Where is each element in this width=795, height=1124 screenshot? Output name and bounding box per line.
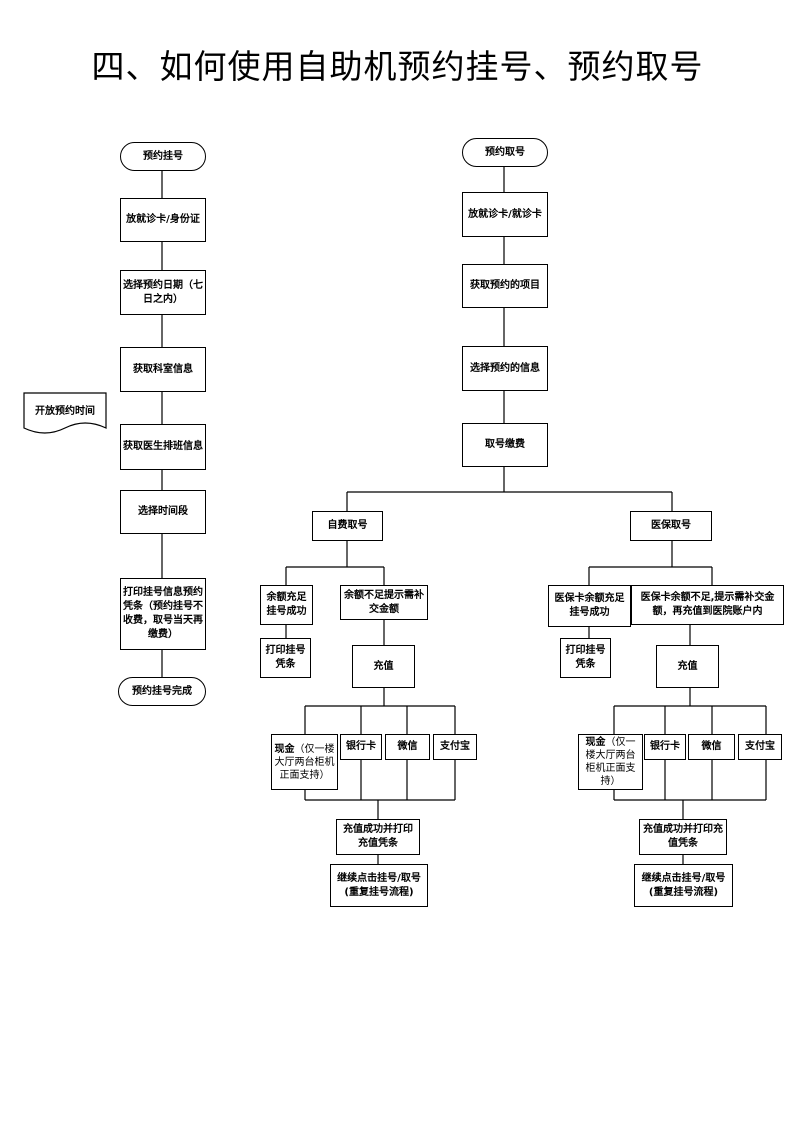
ins-balance-enough: 医保卡余额充足挂号成功 bbox=[548, 585, 631, 627]
ins-print-slip: 打印挂号凭条 bbox=[560, 638, 611, 678]
self-bank-card: 银行卡 bbox=[340, 734, 382, 760]
branch-insurance: 医保取号 bbox=[630, 511, 712, 541]
self-cash-label: 现金 bbox=[274, 743, 295, 755]
self-print-slip: 打印挂号凭条 bbox=[260, 638, 311, 678]
ins-balance-insufficient: 医保卡余额不足,提示需补交金额，再充值到医院账户内 bbox=[631, 585, 784, 625]
self-continue: 继续点击挂号/取号(重复挂号流程) bbox=[330, 864, 428, 907]
ins-recharge-done: 充值成功并打印充值凭条 bbox=[639, 819, 727, 855]
left-step-insert-card: 放就诊卡/身份证 bbox=[120, 198, 206, 242]
page-title: 四、如何使用自助机预约挂号、预约取号 bbox=[91, 47, 704, 86]
left-step-time-slot: 选择时间段 bbox=[120, 490, 206, 534]
left-start-terminal: 预约挂号 bbox=[120, 142, 206, 171]
ins-cash-option: 现金（仅一楼大厅两台柜机正面支持） bbox=[578, 734, 643, 790]
document-shape bbox=[23, 392, 107, 434]
right-step-pay: 取号缴费 bbox=[462, 423, 548, 467]
self-alipay: 支付宝 bbox=[433, 734, 477, 760]
ins-recharge: 充值 bbox=[656, 645, 719, 688]
self-recharge: 充值 bbox=[352, 645, 415, 688]
right-step-get-items: 获取预约的项目 bbox=[462, 264, 548, 308]
self-balance-insufficient: 余额不足提示需补交金额 bbox=[340, 585, 428, 620]
self-balance-enough: 余额充足挂号成功 bbox=[260, 585, 313, 625]
left-step-print-slip: 打印挂号信息预约凭条（预约挂号不收费，取号当天再缴费） bbox=[120, 578, 206, 650]
right-step-select-info: 选择预约的信息 bbox=[462, 346, 548, 391]
ins-alipay: 支付宝 bbox=[738, 734, 782, 760]
ins-continue: 继续点击挂号/取号(重复挂号流程) bbox=[634, 864, 733, 907]
ins-bank-card: 银行卡 bbox=[644, 734, 686, 760]
ins-wechat: 微信 bbox=[688, 734, 735, 760]
left-step-select-date: 选择预约日期（七日之内） bbox=[120, 270, 206, 315]
right-start-terminal: 预约取号 bbox=[462, 138, 548, 167]
left-step-department: 获取科室信息 bbox=[120, 347, 206, 392]
left-step-doctor-schedule: 获取医生排班信息 bbox=[120, 424, 206, 470]
right-step-insert-card: 放就诊卡/就诊卡 bbox=[462, 192, 548, 237]
ins-cash-label: 现金 bbox=[585, 737, 606, 748]
self-recharge-done: 充值成功并打印充值凭条 bbox=[336, 819, 420, 855]
self-wechat: 微信 bbox=[385, 734, 430, 760]
self-cash-option: 现金（仅一楼大厅两台柜机正面支持） bbox=[271, 734, 338, 790]
branch-self-pay: 自费取号 bbox=[312, 511, 383, 541]
ins-cash-note: （仅一楼大厅两台柜机正面支持） bbox=[585, 737, 636, 787]
left-end-terminal: 预约挂号完成 bbox=[118, 677, 206, 706]
self-cash-note: （仅一楼大厅两台柜机正面支持） bbox=[274, 743, 335, 781]
open-booking-time-note: 开放预约时间 bbox=[35, 405, 95, 417]
